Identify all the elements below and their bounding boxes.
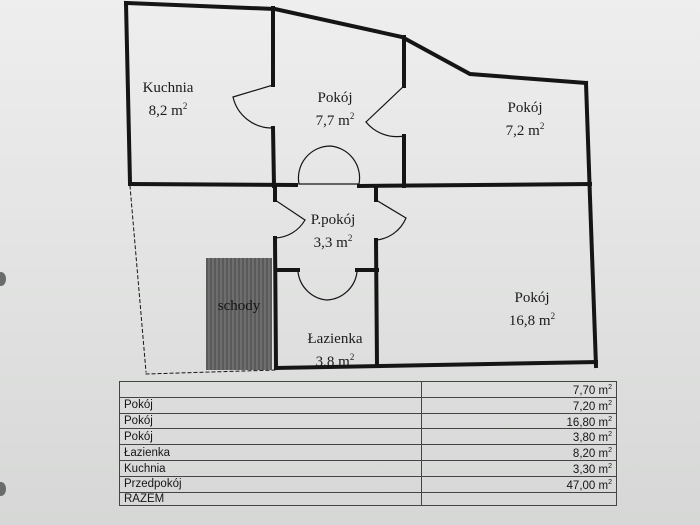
door-hall-top <box>297 145 361 185</box>
room-area: 3,3 m2 <box>313 233 353 251</box>
room-area: 16,8 m2 <box>508 311 556 329</box>
outer-wall-left <box>123 0 133 186</box>
room-area: 8,2 m2 <box>148 101 188 119</box>
area-table-label: RAZEM <box>118 491 423 506</box>
room-name: P.pokój <box>310 212 356 228</box>
room-kitchen: Kuchnia 8,2 m2 <box>128 79 208 120</box>
wall-hall-right-b <box>373 237 380 368</box>
area-table-label: Pokój <box>118 396 423 414</box>
room-area: 7,7 m2 <box>315 111 355 129</box>
door-room1 <box>365 85 405 138</box>
room-name: Łazienka <box>307 331 363 347</box>
area-table-label: Pokój <box>118 428 423 446</box>
area-table-label: Pokój <box>118 412 423 430</box>
outer-wall-top <box>123 0 589 86</box>
area-table-value: 3,80 m2 <box>421 428 617 446</box>
room-pokoj-2: Pokój 7,2 m2 <box>480 99 570 140</box>
area-table-value <box>421 491 617 506</box>
outer-wall-right <box>583 80 599 369</box>
room-area: 7,2 m2 <box>505 121 545 139</box>
room-name: Pokój <box>317 90 353 106</box>
outer-wall-bottom <box>273 359 599 371</box>
door-kitchen <box>232 84 274 129</box>
wall-kitchen-bottom <box>127 181 299 188</box>
wall-hall-left-b <box>272 235 279 371</box>
area-table-label: Kuchnia <box>118 460 423 477</box>
room-name: Pokój <box>514 290 550 306</box>
door-hall-left <box>274 199 306 239</box>
room-lazienka: Łazienka 3,8 m2 <box>290 330 380 371</box>
stairs-area <box>206 258 272 370</box>
room-name: Pokój <box>507 100 543 116</box>
area-table-label: Przedpokój <box>118 475 423 493</box>
room-przedpokoj: P.pokój 3,3 m2 <box>288 211 378 252</box>
stairs-label: schody <box>217 298 261 314</box>
area-table-value: 7,20 m2 <box>421 396 617 414</box>
area-table-value: 3,30 m2 <box>421 460 617 477</box>
area-table-value: 7,70 m2 <box>421 381 617 398</box>
room-area: 3,8 m2 <box>315 352 355 370</box>
binder-hole <box>0 272 6 286</box>
room-pokoj-1: Pokój 7,7 m2 <box>290 89 380 130</box>
area-table-label <box>118 381 423 398</box>
table-row: 7,70 m2 <box>118 381 617 398</box>
dotted-outline-left <box>129 185 147 373</box>
area-table-value: 47,00 m2 <box>421 475 617 493</box>
door-bathroom <box>297 271 358 301</box>
binder-hole <box>0 482 6 496</box>
table-row: RAZEM <box>118 491 617 506</box>
wall-kitchen-right-b <box>270 125 277 189</box>
room-pokoj-3: Pokój 16,8 m2 <box>487 289 577 330</box>
dotted-outline-bottom <box>145 369 277 375</box>
area-table-label: Łazienka <box>118 444 423 462</box>
wall-hall-top <box>356 181 593 189</box>
area-table-value: 16,80 m2 <box>421 412 617 430</box>
area-table-value: 8,20 m2 <box>421 444 617 462</box>
room-name: Kuchnia <box>142 80 194 96</box>
door-hall-right <box>375 199 407 241</box>
